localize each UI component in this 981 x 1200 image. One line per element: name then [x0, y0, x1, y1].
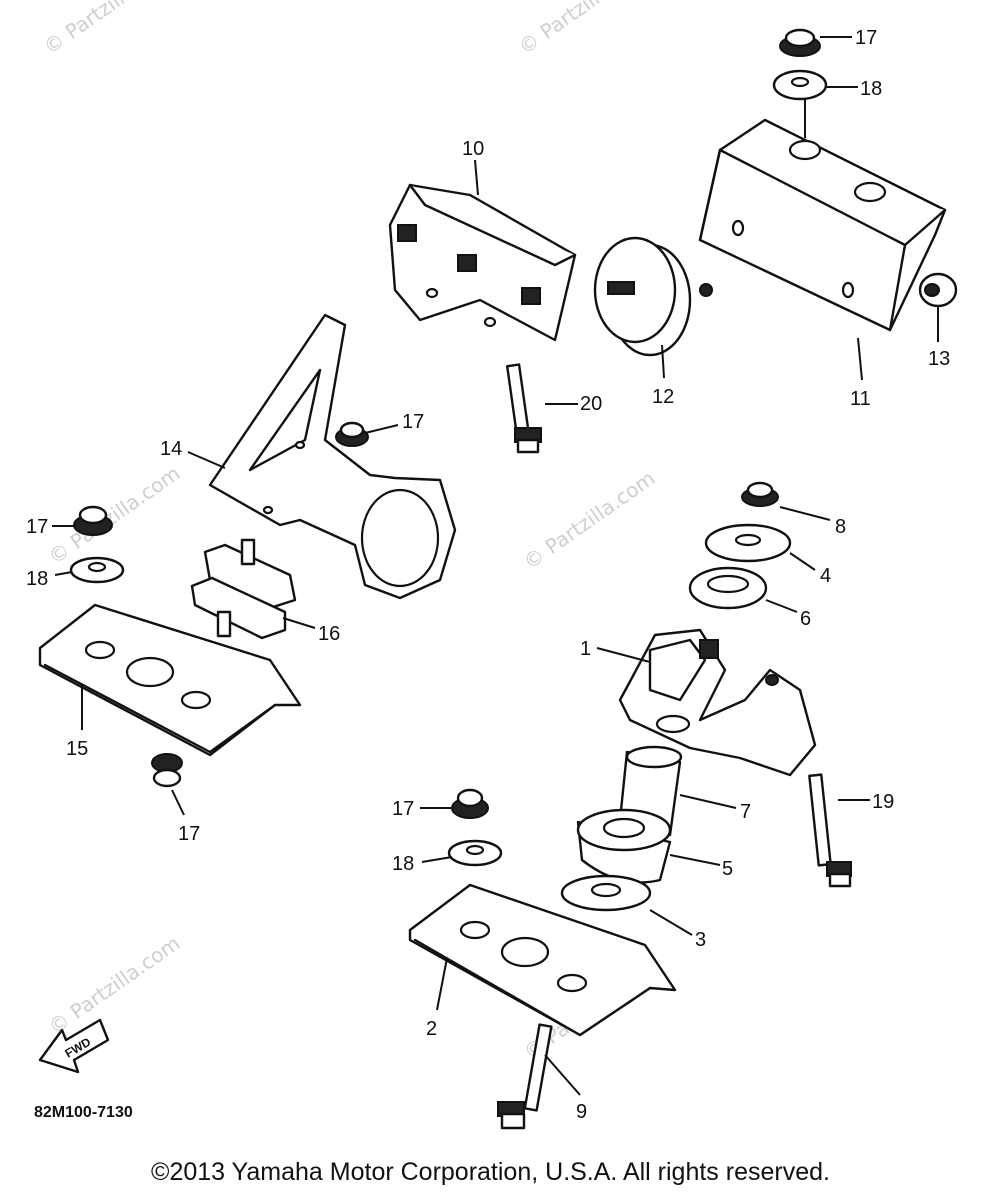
part-19-bolt[interactable] [808, 773, 852, 888]
callout-1[interactable]: 1 [580, 638, 591, 660]
part-13-cap[interactable] [918, 272, 958, 308]
callout-18[interactable]: 18 [26, 568, 48, 590]
callout-10[interactable]: 10 [462, 138, 484, 160]
part-6-ring[interactable] [688, 566, 768, 610]
part-11-cover[interactable] [698, 118, 947, 332]
part-2-plate[interactable] [408, 883, 677, 1037]
copyright-notice: ©2013 Yamaha Motor Corporation, U.S.A. A… [151, 1158, 830, 1186]
callout-16[interactable]: 16 [318, 623, 340, 645]
callout-15[interactable]: 15 [66, 738, 88, 760]
part-18-washer-lower-center[interactable] [447, 839, 503, 867]
leader-lines [52, 36, 939, 1096]
callout-9[interactable]: 9 [576, 1101, 587, 1123]
callout-17[interactable]: 17 [392, 798, 414, 820]
watermark-text: © Partzilla.com [514, 0, 654, 59]
callout-13[interactable]: 13 [928, 348, 950, 370]
part-4-washer[interactable] [704, 523, 792, 563]
callout-7[interactable]: 7 [740, 801, 751, 823]
part-3-washer[interactable] [560, 874, 652, 912]
callout-20[interactable]: 20 [580, 393, 602, 415]
watermark-text: © Partzilla.com [44, 461, 184, 569]
part-20-bolt[interactable] [505, 363, 542, 454]
part-8-nut[interactable] [741, 481, 779, 507]
callout-12[interactable]: 12 [652, 386, 674, 408]
callout-2[interactable]: 2 [426, 1018, 437, 1040]
callout-4[interactable]: 4 [820, 565, 831, 587]
callout-5[interactable]: 5 [722, 858, 733, 880]
watermark-text: © Partzilla.com [44, 931, 184, 1039]
part-18-washer-top[interactable] [772, 69, 828, 101]
callout-18[interactable]: 18 [860, 78, 882, 100]
part-14-bracket[interactable] [208, 313, 457, 600]
callout-17[interactable]: 17 [402, 411, 424, 433]
callout-6[interactable]: 6 [800, 608, 811, 630]
diagram-code: 82M100-7130 [34, 1104, 133, 1121]
part-17-nut-top[interactable] [779, 28, 821, 57]
watermark-text: © Partzilla.com [39, 0, 179, 59]
part-5-rubber[interactable] [576, 808, 672, 884]
callout-18[interactable]: 18 [392, 853, 414, 875]
part-15-plate[interactable] [38, 603, 302, 757]
part-17-nut-mid[interactable] [335, 421, 369, 447]
callout-8[interactable]: 8 [835, 516, 846, 538]
watermark-text: © Partzilla.com [519, 466, 659, 574]
part-12-engine-mount[interactable] [593, 236, 713, 357]
callout-14[interactable]: 14 [160, 438, 182, 460]
callout-17[interactable]: 17 [26, 516, 48, 538]
callout-17[interactable]: 17 [178, 823, 200, 845]
part-17-nut-lower-left[interactable] [151, 753, 183, 788]
part-1-bracket[interactable] [618, 628, 817, 777]
part-16-damper[interactable] [190, 538, 297, 640]
callout-3[interactable]: 3 [695, 929, 706, 951]
callout-17[interactable]: 17 [855, 27, 877, 49]
part-10-bracket[interactable] [388, 183, 577, 342]
part-18-washer-left[interactable] [69, 556, 125, 584]
callout-19[interactable]: 19 [872, 791, 894, 813]
part-9-bolt[interactable] [497, 1023, 553, 1130]
callout-11[interactable]: 11 [850, 388, 871, 410]
part-7-collar[interactable] [618, 745, 683, 837]
callout-numbers: 17 18 13 11 10 12 20 17 14 17 18 16 15 1… [26, 27, 950, 1123]
part-17-nut-lower-center[interactable] [451, 788, 489, 819]
